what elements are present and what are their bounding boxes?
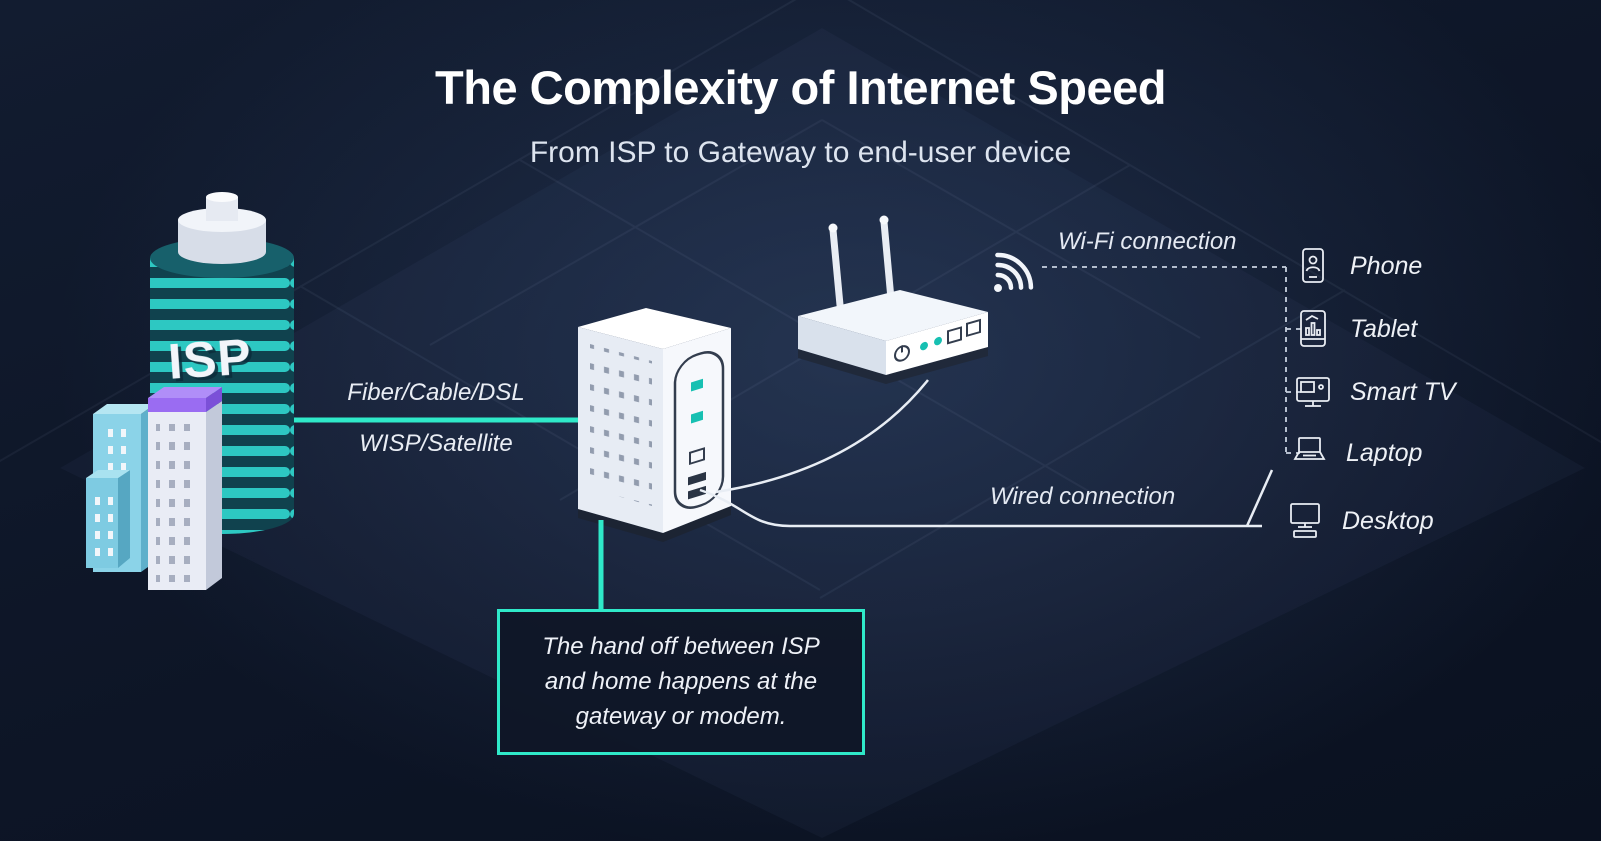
city-buildings [86,387,222,590]
device-label-desktop: Desktop [1342,506,1434,535]
device-label-smart-tv: Smart TV [1350,377,1456,406]
isp-label: ISP [166,328,253,390]
fiber-cable-dsl-label: Fiber/Cable/DSL [347,379,525,406]
isp-link-labels: Fiber/Cable/DSL WISP/Satellite [300,379,572,458]
background-floorplan [0,0,1601,599]
wisp-satellite-label: WISP/Satellite [359,430,513,457]
page-subtitle: From ISP to Gateway to end-user device [529,136,1072,169]
wireless-router [798,215,988,384]
device-row-desktop: Desktop [1282,498,1434,544]
wired-line [699,488,1262,528]
device-row-tablet: Tablet [1290,306,1417,352]
gateway-callout-text: The hand off between ISP and home happen… [542,633,820,730]
wired-connection-lines [699,469,1274,528]
smart-tv-icon [1296,377,1330,407]
wired-laptop-branch [1245,469,1274,527]
wifi-connection-label: Wi-Fi connection [1058,228,1237,255]
building-blue-small [86,470,130,568]
device-row-phone: Phone [1290,243,1422,289]
device-label-tablet: Tablet [1350,314,1418,343]
phone-icon [1302,248,1324,283]
laptop-icon [1293,437,1326,460]
device-row-smart-tv: Smart TV [1290,369,1456,415]
gateway-callout-box: The hand off between ISP and home happen… [497,609,865,756]
modem-gateway [578,308,731,542]
tablet-icon [1300,310,1326,347]
device-label-phone: Phone [1350,251,1423,280]
wifi-connection-lines [1042,266,1302,454]
router-to-modem-line [715,379,929,494]
wired-connection-label: Wired connection [990,483,1176,510]
device-label-laptop: Laptop [1346,438,1423,467]
device-row-laptop: Laptop [1286,430,1422,476]
wifi-signal-icon [994,252,1034,292]
building-white [148,387,222,590]
background-floor [60,28,1585,838]
page-title: The Complexity of Internet Speed [435,61,1166,114]
desktop-icon [1290,503,1320,538]
